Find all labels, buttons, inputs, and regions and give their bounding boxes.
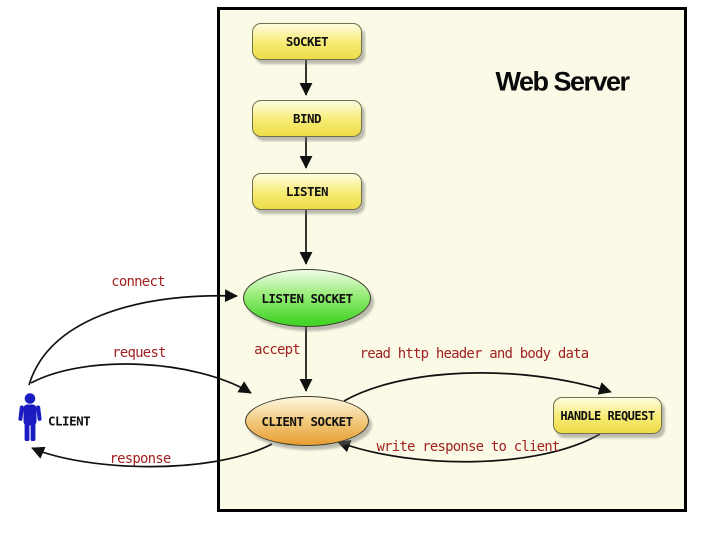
node-listen: LISTEN [252, 173, 362, 210]
edge-label-write-response: write response to client [376, 439, 560, 455]
edge-request [30, 363, 252, 394]
edge-label-request: request [112, 345, 166, 361]
node-handle-request: HANDLE REQUEST [553, 397, 662, 434]
node-client-socket: CLIENT SOCKET [245, 396, 369, 446]
client-label: CLIENT [48, 413, 91, 429]
client-person-icon [18, 393, 42, 441]
edge-connect [28, 289, 238, 386]
edge-write-response [337, 433, 601, 463]
web-server-title: Web Server [495, 66, 630, 97]
node-socket: SOCKET [252, 23, 362, 60]
edge-response [31, 443, 273, 468]
node-bind: BIND [252, 100, 362, 137]
node-listen-socket: LISTEN SOCKET [243, 269, 371, 327]
edge-read-request [343, 372, 612, 402]
edge-label-response: response [109, 451, 171, 467]
edge-label-accept: accept [254, 342, 301, 358]
edge-label-read-request: read http header and body data [359, 346, 590, 362]
edge-label-connect: connect [111, 274, 165, 290]
